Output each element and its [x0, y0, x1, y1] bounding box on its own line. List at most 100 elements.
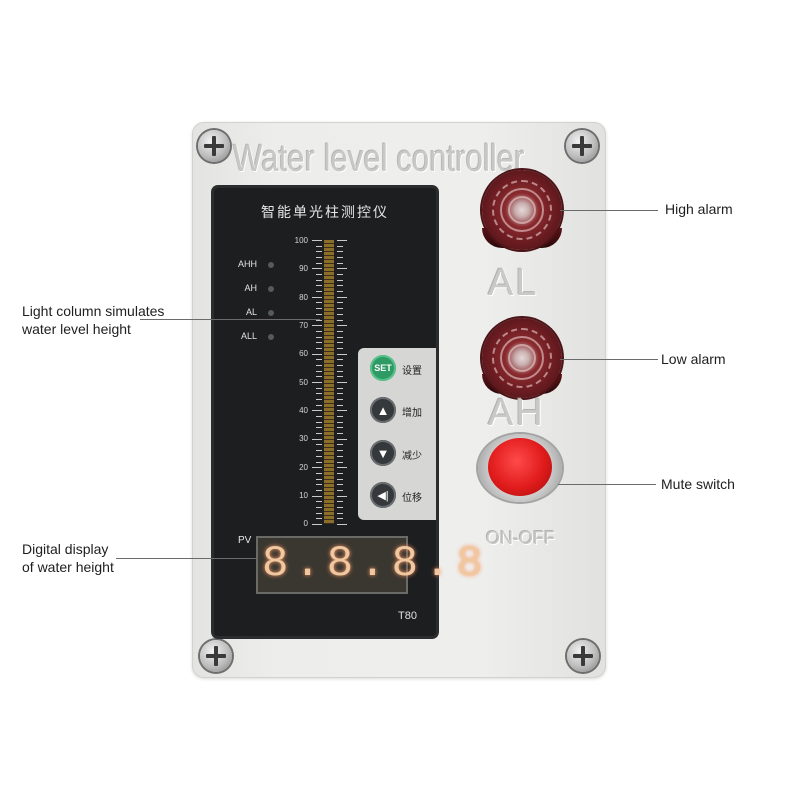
scale-label: 10: [299, 491, 308, 500]
scale-tick: [316, 518, 322, 520]
scale-tick: [316, 472, 322, 474]
triangle-up-icon: ▲: [376, 402, 390, 418]
increase-button[interactable]: ▲: [370, 397, 396, 423]
scale-tick: [337, 467, 347, 469]
scale-tick: [337, 438, 347, 440]
scale-label: 60: [299, 349, 308, 358]
triangle-down-icon: ▼: [376, 445, 390, 461]
increase-key-label: 增加: [402, 408, 422, 419]
scale-tick: [312, 495, 322, 497]
scale-tick: [337, 455, 343, 457]
scale-tick: [316, 489, 322, 491]
scale-tick: [337, 410, 347, 412]
scale-tick: [337, 404, 343, 406]
scale-tick: [316, 302, 322, 304]
callout-digital-display-line-1: Digital display: [22, 541, 109, 557]
scale-tick: [312, 467, 322, 469]
callout-mute-switch: Mute switch: [661, 476, 735, 492]
scale-tick: [316, 347, 322, 349]
scale-tick: [312, 382, 322, 383]
screw-icon: [198, 130, 230, 162]
scale-tick: [316, 313, 322, 315]
scale-tick: [337, 393, 343, 395]
scale-tick: [337, 376, 343, 378]
set-button[interactable]: SET: [370, 355, 396, 381]
scale-tick: [337, 399, 343, 401]
scale-tick: [337, 308, 343, 310]
callout-high-alarm: High alarm: [665, 201, 733, 217]
scale-tick: [316, 359, 322, 361]
callout-digital-display-line-2: of water height: [22, 559, 114, 575]
light-column-bar: [324, 240, 334, 524]
scale-tick: [316, 291, 322, 293]
scale-tick: [312, 524, 322, 525]
scale-label: 70: [299, 321, 308, 330]
indicator-led: [268, 310, 274, 316]
scale-tick: [337, 501, 343, 503]
low-alarm-buzzer: [482, 318, 562, 398]
scale-tick: [316, 421, 322, 423]
scale-tick: [337, 353, 347, 355]
scale-tick: [337, 296, 347, 298]
scale-tick: [337, 364, 343, 366]
scale-tick: [337, 444, 343, 446]
scale-tick: [316, 444, 322, 446]
scale-tick: [316, 461, 322, 463]
scale-tick: [337, 319, 343, 321]
scale-tick: [337, 370, 343, 372]
scale-tick: [337, 382, 347, 383]
scale-tick: [337, 279, 343, 281]
pv-label: PV: [238, 535, 252, 546]
indicator-led: [268, 286, 274, 292]
scale-tick: [312, 410, 322, 412]
scale-label: 20: [299, 463, 308, 472]
scale-tick: [337, 268, 347, 270]
callout-leader: [140, 319, 320, 320]
indicator-label-ah: AH: [244, 283, 257, 293]
panel-title: 智能单光柱测控仪: [261, 204, 389, 220]
screw-icon: [567, 640, 599, 672]
callout-leader: [558, 484, 656, 485]
scale-tick: [316, 262, 322, 264]
scale-tick: [316, 245, 322, 247]
scale-tick: [337, 262, 343, 264]
scale-tick: [316, 416, 322, 418]
scale-tick: [337, 359, 343, 361]
scale-tick: [337, 524, 347, 525]
scale-label: 50: [299, 378, 308, 387]
scale-tick: [316, 336, 322, 338]
callout-light-column-line-2: water level height: [22, 321, 131, 337]
scale-tick: [337, 461, 343, 463]
scale-tick: [316, 257, 322, 259]
scale-tick: [337, 433, 343, 435]
scale-tick: [312, 268, 322, 270]
scale-tick: [316, 330, 322, 332]
display-readout: 8.8.8.8: [262, 539, 489, 589]
decrease-key-label: 减少: [402, 451, 422, 462]
scale-tick: [337, 325, 347, 327]
scale-tick: [337, 478, 343, 480]
shift-button[interactable]: ◀|: [370, 482, 396, 508]
scale-tick: [316, 319, 322, 321]
scale-tick: [337, 421, 343, 423]
decrease-button[interactable]: ▼: [370, 440, 396, 466]
scale-tick: [316, 433, 322, 435]
scale-tick: [337, 245, 343, 247]
scale-tick: [337, 472, 343, 474]
scale-tick: [337, 336, 343, 338]
scale-label: 0: [303, 519, 308, 528]
screw-icon: [200, 640, 232, 672]
scale-tick: [337, 302, 343, 304]
scale-tick: [337, 416, 343, 418]
alarm-plate-al: AL: [488, 262, 539, 304]
scale-tick: [316, 364, 322, 366]
indicator-led: [268, 334, 274, 340]
scale-tick: [316, 370, 322, 372]
scale-tick: [312, 296, 322, 298]
scale-tick: [337, 274, 343, 276]
scale-tick: [337, 518, 343, 520]
scale-tick: [337, 495, 347, 497]
shift-key-label: 位移: [402, 493, 422, 504]
callout-leader: [116, 558, 256, 559]
mute-switch-button[interactable]: [488, 438, 552, 496]
